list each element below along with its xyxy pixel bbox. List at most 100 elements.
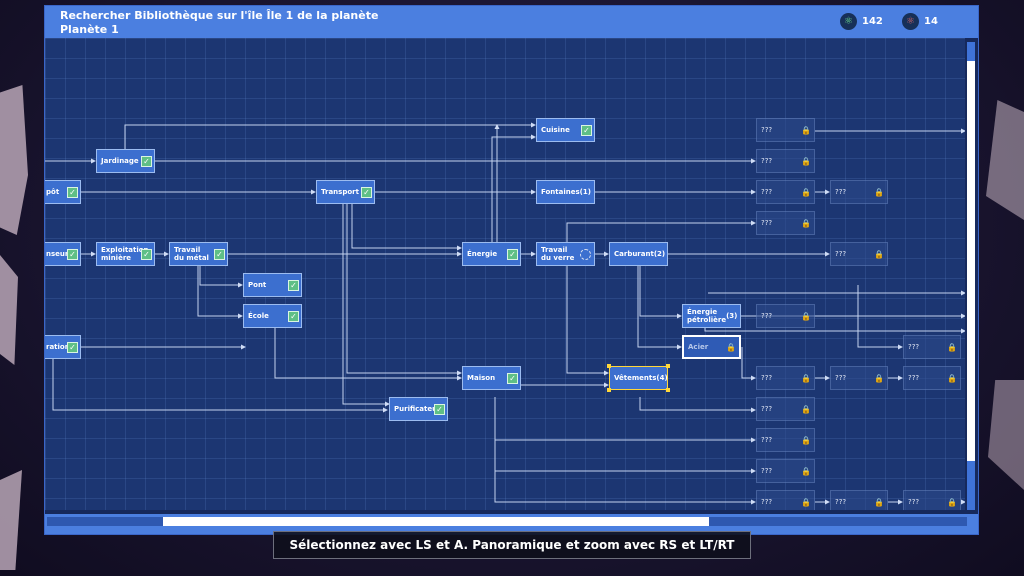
lock-icon: 🔒 bbox=[947, 374, 957, 383]
in-progress-icon bbox=[580, 249, 591, 260]
tree-connections bbox=[45, 122, 965, 505]
locked-tech-node[interactable]: ??? 🔒 bbox=[903, 490, 961, 510]
locked-tech-node[interactable]: ??? 🔒 bbox=[903, 335, 961, 359]
locked-tech-node[interactable]: ???🔒 bbox=[756, 397, 815, 421]
check-icon: ✓ bbox=[141, 249, 152, 260]
locked-tech-node[interactable]: ??? 🔒 bbox=[756, 149, 815, 173]
background-rock bbox=[0, 85, 28, 235]
tech-node-cuisine[interactable]: Cuisine ✓ bbox=[536, 118, 595, 142]
tech-node-vetements[interactable]: Vêtements (4) bbox=[609, 366, 668, 390]
green-research-icon: ⚛ bbox=[840, 13, 857, 30]
tech-label: Travail du métal bbox=[174, 245, 209, 262]
lock-icon: 🔒 bbox=[801, 405, 811, 414]
lock-icon: 🔒 bbox=[801, 467, 811, 476]
tech-label: Carburant bbox=[614, 249, 654, 258]
tech-node-energie[interactable]: Énergie ✓ bbox=[462, 242, 521, 266]
locked-label: ??? bbox=[835, 498, 847, 506]
lock-icon: 🔒 bbox=[801, 498, 811, 507]
locked-label: ??? bbox=[761, 126, 773, 134]
tech-node-chasseur[interactable]: nseur ✓ bbox=[45, 242, 81, 266]
locked-tech-node[interactable]: ???🔒 bbox=[830, 366, 888, 390]
tech-node-energie-petroliere[interactable]: Énergie pétrolière (3) bbox=[682, 304, 741, 328]
locked-tech-node[interactable]: ??? 🔒 bbox=[756, 304, 815, 328]
check-icon: ✓ bbox=[288, 311, 299, 322]
tech-label: nseur bbox=[46, 249, 69, 258]
research-title: Rechercher Bibliothèque sur l'île Île 1 … bbox=[60, 9, 379, 22]
tech-label: Cuisine bbox=[541, 125, 570, 134]
title-bar: Rechercher Bibliothèque sur l'île Île 1 … bbox=[45, 6, 978, 38]
tech-node-ecole[interactable]: École ✓ bbox=[243, 304, 302, 328]
lock-icon: 🔒 bbox=[801, 219, 811, 228]
background-rock bbox=[986, 100, 1024, 220]
tech-node-travail-du-metal[interactable]: Travail du métal ✓ bbox=[169, 242, 228, 266]
vertical-scroll-thumb[interactable] bbox=[967, 61, 975, 461]
lock-icon: 🔒 bbox=[726, 343, 736, 352]
tech-node-fontaines[interactable]: Fontaines (1) bbox=[536, 180, 595, 204]
tech-node-maison[interactable]: Maison ✓ bbox=[462, 366, 521, 390]
lock-icon: 🔒 bbox=[801, 157, 811, 166]
horizontal-scroll-thumb[interactable] bbox=[163, 517, 709, 526]
research-tree-canvas[interactable]: pôt ✓ Jardinage ✓ Transport ✓ Cuisine ✓ … bbox=[45, 38, 965, 510]
locked-label: ??? bbox=[835, 374, 847, 382]
tech-node-transport[interactable]: Transport ✓ bbox=[316, 180, 375, 204]
planet-name: Planète 1 bbox=[60, 23, 119, 36]
locked-label: ??? bbox=[908, 498, 920, 506]
locked-tech-node[interactable]: ???🔒 bbox=[756, 180, 815, 204]
red-research-icon: ⚛ bbox=[902, 13, 919, 30]
tech-label: Exploitation minière bbox=[101, 245, 149, 262]
locked-tech-node[interactable]: ??? 🔒 bbox=[756, 428, 815, 452]
tech-label: ration bbox=[46, 342, 70, 351]
locked-label: ??? bbox=[761, 312, 773, 320]
lock-icon: 🔒 bbox=[947, 343, 957, 352]
tech-node-depot[interactable]: pôt ✓ bbox=[45, 180, 81, 204]
locked-label: ??? bbox=[908, 374, 920, 382]
locked-label: ??? bbox=[761, 436, 773, 444]
tech-label: Travail du verre bbox=[541, 245, 575, 262]
tech-label: Transport bbox=[321, 187, 359, 196]
locked-label: ??? bbox=[761, 498, 773, 506]
tech-label: Vêtements bbox=[614, 373, 657, 382]
locked-label: ??? bbox=[761, 374, 773, 382]
locked-label: ??? bbox=[761, 157, 773, 165]
locked-tech-node[interactable]: ???🔒 bbox=[756, 459, 815, 483]
tech-label: École bbox=[248, 311, 269, 320]
check-icon: ✓ bbox=[67, 187, 78, 198]
tech-label: Purificateur bbox=[394, 404, 441, 413]
lock-icon: 🔒 bbox=[801, 312, 811, 321]
locked-label: ??? bbox=[908, 343, 920, 351]
locked-tech-node[interactable]: ???🔒 bbox=[756, 118, 815, 142]
locked-tech-node[interactable]: ???🔒 bbox=[756, 366, 815, 390]
tech-node-ration[interactable]: ration ✓ bbox=[45, 335, 81, 359]
locked-tech-node[interactable]: ??? 🔒 bbox=[903, 366, 961, 390]
background-rock bbox=[0, 470, 22, 570]
tech-label: Acier bbox=[688, 342, 709, 351]
locked-tech-node[interactable]: ???🔒 bbox=[830, 180, 888, 204]
lock-icon: 🔒 bbox=[874, 188, 884, 197]
tech-label: Énergie bbox=[467, 249, 498, 258]
locked-tech-node[interactable]: ??? 🔒 bbox=[756, 211, 815, 235]
tech-node-exploitation-miniere[interactable]: Exploitation minière ✓ bbox=[96, 242, 155, 266]
lock-icon: 🔒 bbox=[874, 498, 884, 507]
lock-icon: 🔒 bbox=[801, 436, 811, 445]
tech-label: Maison bbox=[467, 373, 496, 382]
selection-corner bbox=[607, 388, 611, 392]
tech-node-jardinage[interactable]: Jardinage ✓ bbox=[96, 149, 155, 173]
locked-tech-node[interactable]: ???🔒 bbox=[830, 242, 888, 266]
locked-tech-node[interactable]: ??? 🔒 bbox=[830, 490, 888, 510]
tech-node-travail-du-verre[interactable]: Travail du verre bbox=[536, 242, 595, 266]
tech-node-purificateur[interactable]: Purificateur ✓ bbox=[389, 397, 448, 421]
red-research-count: 14 bbox=[924, 16, 938, 27]
check-icon: ✓ bbox=[434, 404, 445, 415]
check-icon: ✓ bbox=[361, 187, 372, 198]
locked-label: ??? bbox=[761, 219, 773, 227]
tech-node-carburant[interactable]: Carburant (2) bbox=[609, 242, 668, 266]
selection-corner bbox=[607, 364, 611, 368]
locked-tech-node[interactable]: ??? 🔒 bbox=[756, 490, 815, 510]
tech-progress-count: (1) bbox=[579, 187, 591, 196]
check-icon: ✓ bbox=[507, 373, 518, 384]
lock-icon: 🔒 bbox=[947, 498, 957, 507]
check-icon: ✓ bbox=[581, 125, 592, 136]
tech-node-acier[interactable]: Acier 🔒 bbox=[682, 335, 741, 359]
check-icon: ✓ bbox=[507, 249, 518, 260]
tech-node-pont[interactable]: Pont ✓ bbox=[243, 273, 302, 297]
